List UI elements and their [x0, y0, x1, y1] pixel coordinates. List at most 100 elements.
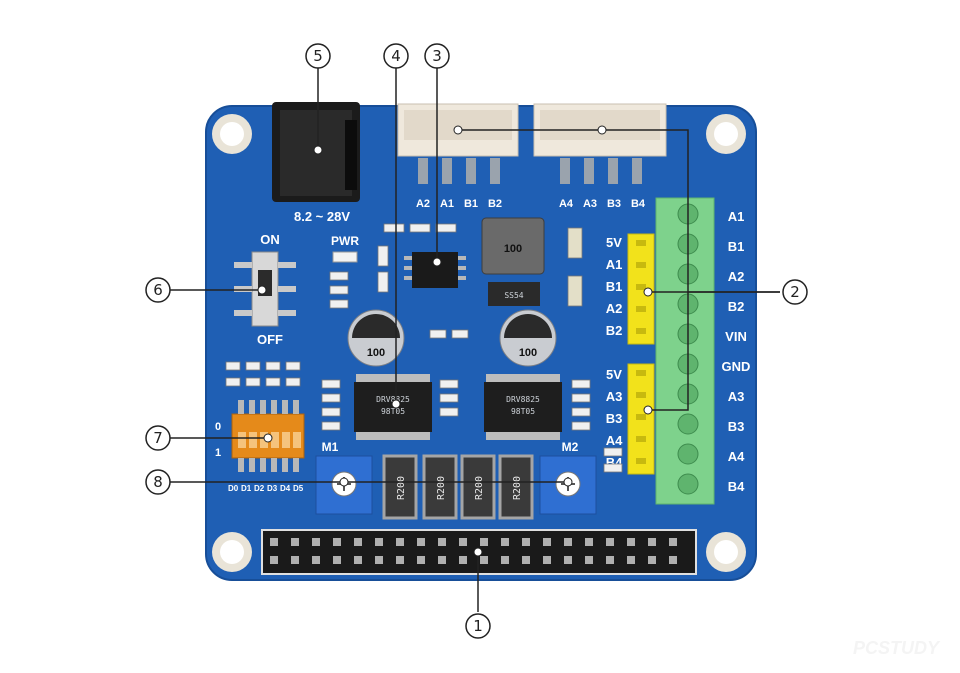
pwr-led [332, 251, 358, 263]
callout-4: 4 [383, 43, 409, 69]
callout-3-number: 3 [432, 47, 442, 65]
resistor-label: R200 [512, 476, 523, 500]
gpio-pin [585, 538, 593, 546]
mounting-holes [212, 114, 746, 572]
callout-8-number: 8 [153, 473, 163, 491]
callout-dots [257, 125, 653, 557]
potentiometer-right [539, 455, 597, 515]
sense-resistors: R200 R200 R200 R200 [382, 454, 534, 520]
gpio-pin [375, 538, 383, 546]
gpio-pin [564, 556, 572, 564]
header-label: A2 [606, 301, 623, 316]
callout-2: 2 [782, 279, 808, 305]
dip-label: D3 [267, 484, 278, 493]
capacitor-left: 100 [347, 309, 405, 367]
callout-7: 7 [145, 425, 171, 451]
gpio-pin [438, 538, 446, 546]
dip-labels: D0 D1 D2 D3 D4 D5 [228, 484, 304, 493]
screw-terminal [655, 197, 715, 505]
callout-5: 5 [305, 43, 331, 69]
yellow-header-bottom [627, 363, 655, 475]
callout-8: 8 [145, 469, 171, 495]
gpio-pin [648, 538, 656, 546]
gpio-pin [627, 538, 635, 546]
switch-on-label: ON [260, 232, 280, 247]
dip-one-label: 1 [215, 447, 221, 459]
driver-left-text: DRV8825 [376, 395, 410, 404]
gpio-pin [270, 556, 278, 564]
terminal-labels: A1 B1 A2 B2 VIN GND A3 B3 A4 B4 [722, 209, 751, 494]
gpio-pin [291, 538, 299, 546]
terminal-label: B1 [728, 239, 745, 254]
gpio-pin [291, 556, 299, 564]
header-bottom-labels: 5V A3 B3 A4 B4 [606, 367, 623, 470]
gpio-pin [648, 556, 656, 564]
gpio-pin [606, 556, 614, 564]
gpio-pin [501, 556, 509, 564]
resistor-label: R200 [396, 476, 407, 500]
gpio-pin [312, 556, 320, 564]
smd-components [225, 223, 623, 473]
resistor-label: R200 [436, 476, 447, 500]
header-label: A1 [606, 257, 623, 272]
gpio-pin [669, 538, 677, 546]
driver-right-text: 98T05 [511, 407, 535, 416]
regulator-ic [404, 252, 466, 288]
callout-6: 6 [145, 277, 171, 303]
m2-label: M2 [562, 440, 579, 454]
capacitor-right: 100 [499, 309, 557, 367]
connector-b-pin-labels: A4 A3 B3 B4 [559, 198, 646, 210]
gpio-pin [354, 538, 362, 546]
callout-lines [170, 67, 780, 612]
switch-off-label: OFF [257, 332, 283, 347]
callout-2-number: 2 [790, 283, 800, 301]
pin-label: B1 [464, 198, 478, 210]
terminal-label: B3 [728, 419, 745, 434]
cap-left-text: 100 [367, 347, 385, 359]
callout-1-number: 1 [473, 617, 483, 635]
m1-label: M1 [322, 440, 339, 454]
gpio-pin [333, 556, 341, 564]
watermark: PCSTUDY [853, 638, 941, 658]
header-label: A4 [606, 433, 623, 448]
pin-label: B4 [631, 198, 646, 210]
gpio-pin [543, 538, 551, 546]
gpio-pin [522, 556, 530, 564]
gpio-pin [522, 538, 530, 546]
gpio-pin [459, 556, 467, 564]
terminal-label: B4 [728, 479, 745, 494]
gpio-pin [354, 556, 362, 564]
callout-5-number: 5 [313, 47, 323, 65]
gpio-pin [543, 556, 551, 564]
pin-label: B3 [607, 198, 621, 210]
dip-label: D2 [254, 484, 265, 493]
dip-label: D5 [293, 484, 304, 493]
gpio-pin [375, 556, 383, 564]
resistor-label: R200 [474, 476, 485, 500]
gpio-pin [312, 538, 320, 546]
header-label: 5V [606, 235, 622, 250]
terminal-label: B2 [728, 299, 745, 314]
callout-7-number: 7 [153, 429, 163, 447]
inductor: 100 [481, 217, 545, 275]
inductor-text: 100 [504, 243, 522, 255]
gpio-pin [480, 538, 488, 546]
gpio-pin [501, 538, 509, 546]
dip-zero-label: 0 [215, 421, 221, 433]
pwr-label: PWR [331, 234, 359, 248]
gpio-pin [270, 538, 278, 546]
pin-label: A1 [440, 198, 454, 210]
dip-label: D4 [280, 484, 291, 493]
dip-label: D0 [228, 484, 239, 493]
gpio-pin [459, 538, 467, 546]
header-label: B2 [606, 323, 623, 338]
gpio-pin [669, 556, 677, 564]
gpio-pin [417, 556, 425, 564]
callout-4-number: 4 [391, 47, 401, 65]
gpio-pin [564, 538, 572, 546]
callout-3: 3 [424, 43, 450, 69]
pin-label: A4 [559, 198, 574, 210]
driver-left-text: 98T05 [381, 407, 405, 416]
diode-text: SS54 [504, 291, 523, 300]
